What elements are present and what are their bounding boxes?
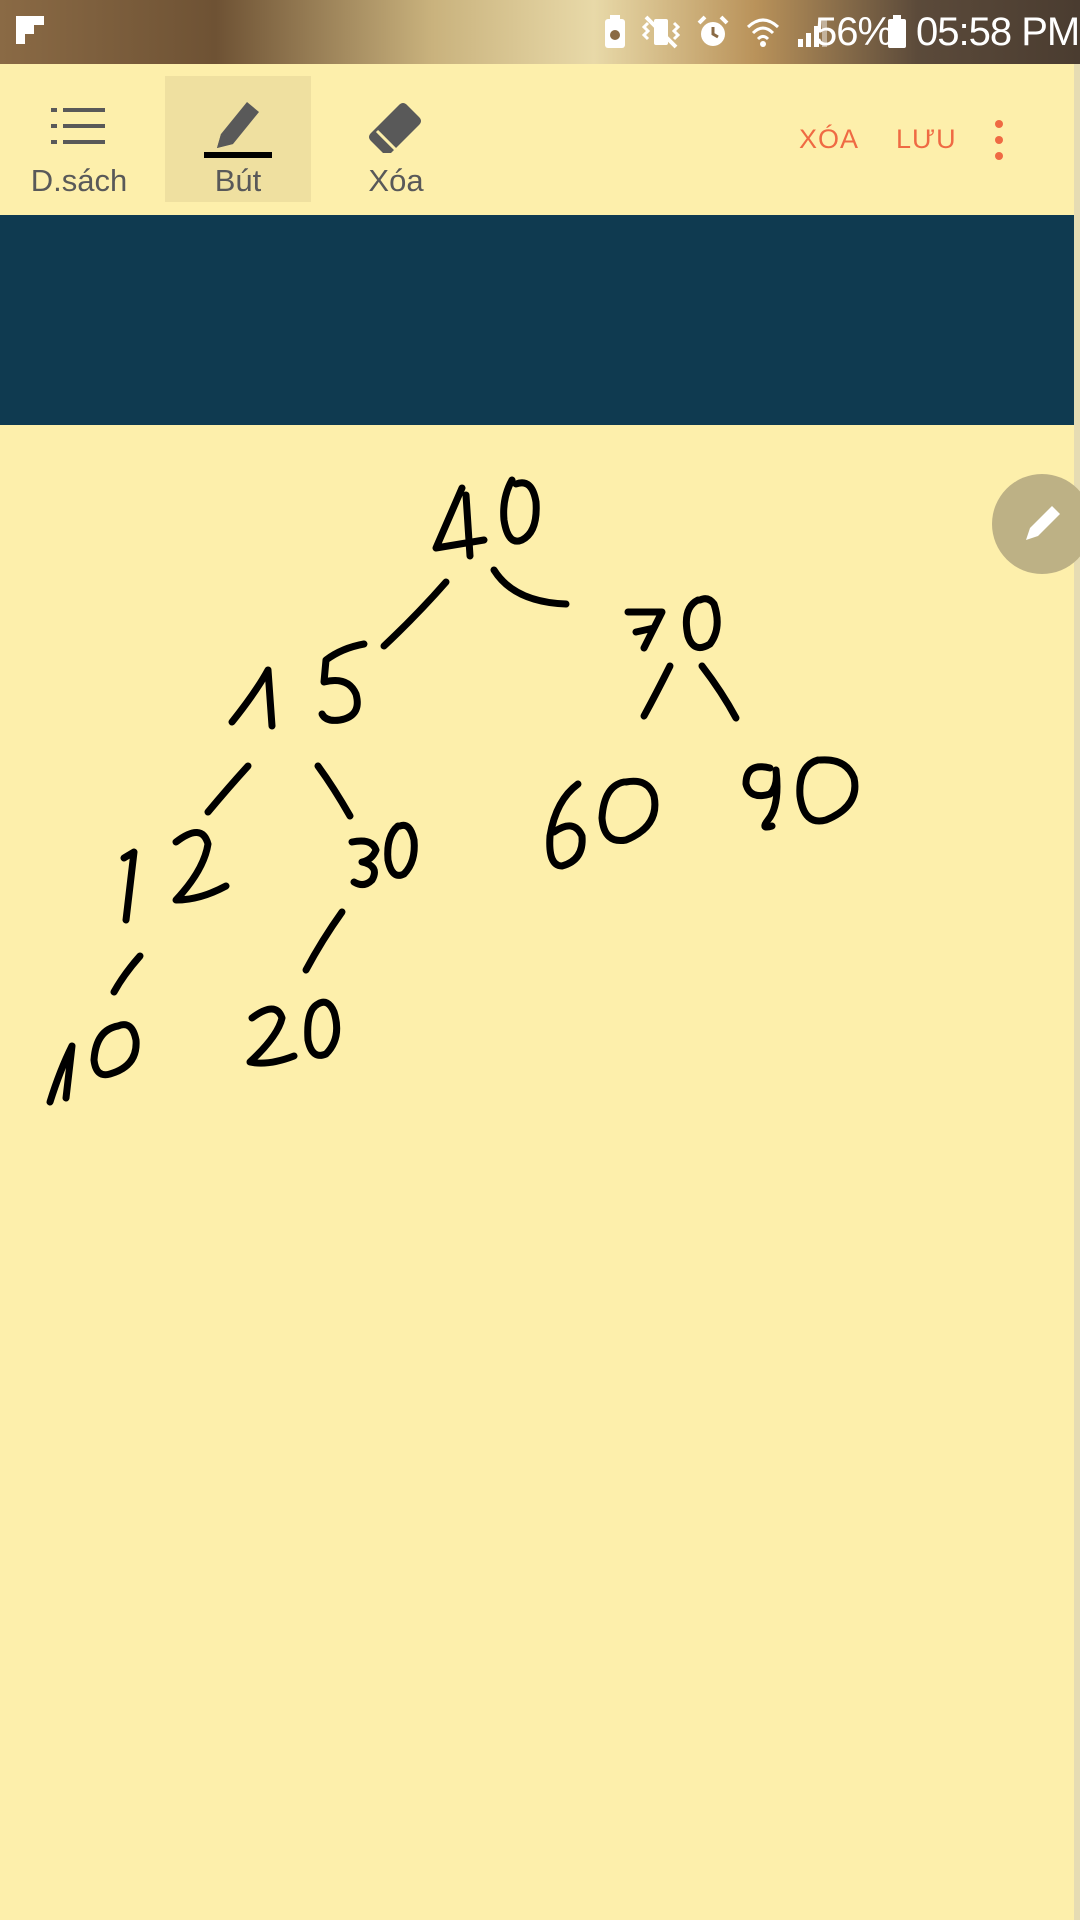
handwritten-tree-drawing: [46, 476, 859, 1106]
node-15: [228, 666, 276, 730]
node-60: [546, 780, 586, 870]
edge-40-15: [380, 578, 450, 650]
toolbar: D.sách Bút Xóa XÓA LƯU: [0, 64, 1080, 215]
signal-icon: [798, 19, 827, 47]
list-icon: [51, 108, 105, 144]
node-90: [742, 763, 781, 831]
battery-percent: 56%: [815, 10, 893, 54]
page-edge: [1074, 64, 1080, 1920]
edge-15-30: [314, 762, 354, 820]
edit-pencil-icon: [1026, 506, 1060, 540]
tool-eraser-label: Xóa: [368, 163, 424, 198]
edge-70-60: [640, 662, 674, 720]
tool-pen-label: Bút: [214, 163, 262, 198]
pen-icon: [204, 102, 272, 158]
status-bar: 56% 05:58 PM: [0, 0, 1080, 64]
drawing-canvas[interactable]: [0, 425, 1074, 1920]
note-header-banner: [0, 215, 1074, 425]
wifi-icon: [746, 18, 780, 47]
tool-pen-button[interactable]: Bút: [165, 76, 311, 202]
tool-list-button[interactable]: D.sách: [6, 76, 152, 202]
edge-30-20: [302, 908, 346, 974]
battery-icon: [888, 15, 906, 48]
eraser-icon: [369, 103, 421, 153]
vibrate-mute-icon: [642, 15, 680, 49]
alarm-icon: [697, 15, 729, 46]
node-20: [246, 1005, 298, 1067]
edge-40-70: [490, 566, 570, 608]
app-logo-icon: [16, 16, 44, 44]
edit-fab-button[interactable]: [992, 474, 1080, 574]
node-70: [624, 608, 666, 652]
node-10: [46, 1042, 76, 1106]
status-icons: [604, 12, 830, 52]
status-time: 05:58 PM: [916, 10, 1080, 54]
battery-saver-icon: [605, 15, 625, 48]
node-30: [348, 837, 380, 889]
tool-eraser-button[interactable]: Xóa: [323, 76, 469, 202]
node-12: [120, 848, 138, 924]
clear-button[interactable]: XÓA: [799, 124, 860, 154]
edge-15-12: [204, 762, 252, 816]
more-vertical-icon[interactable]: [984, 120, 1014, 170]
tool-list-label: D.sách: [30, 163, 128, 198]
edge-12-10: [110, 952, 144, 996]
edge-70-90: [698, 662, 740, 722]
save-button[interactable]: LƯU: [896, 124, 957, 154]
node-40: [432, 484, 488, 560]
